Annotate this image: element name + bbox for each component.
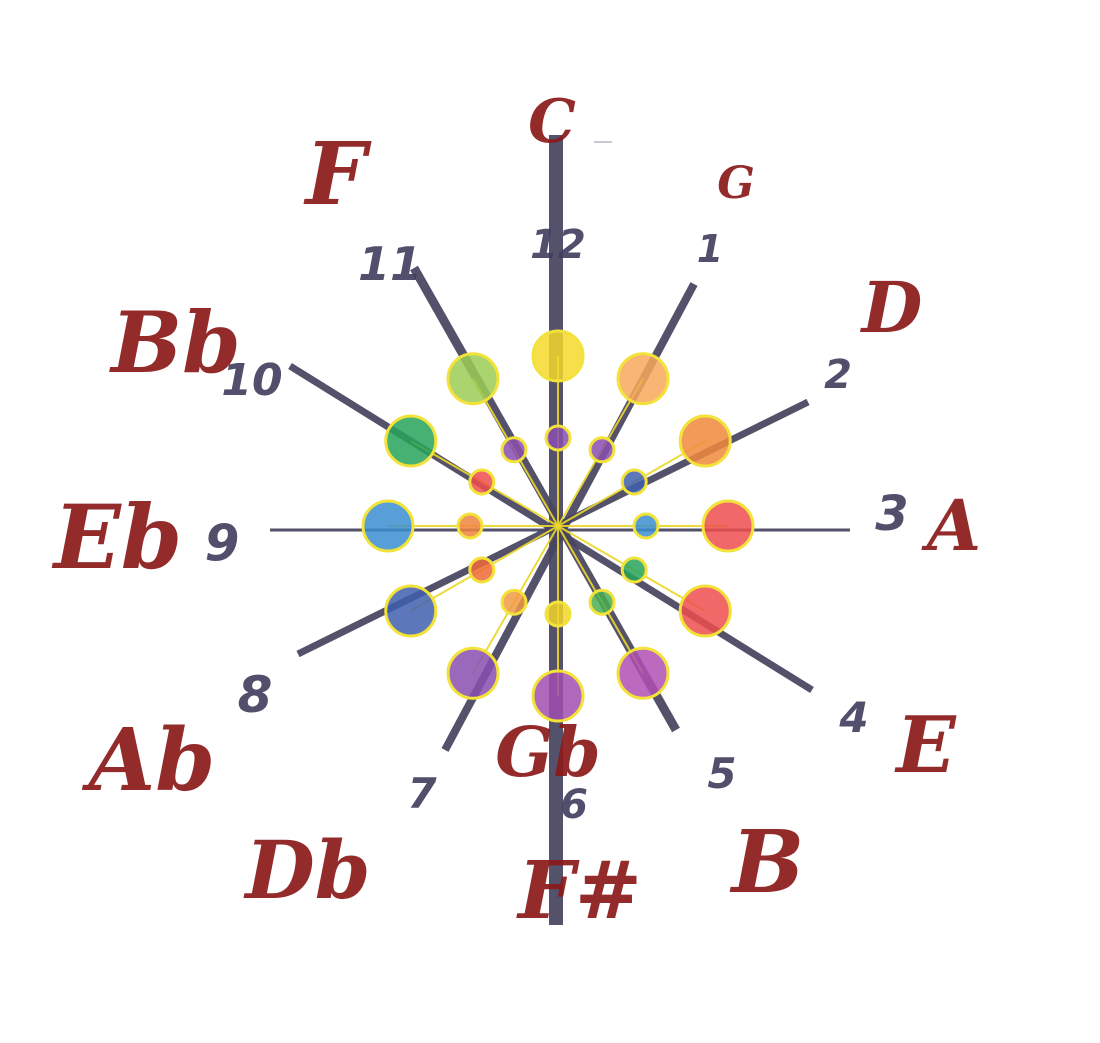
note-g: G — [717, 158, 755, 209]
note-f-sharp: F# — [516, 843, 642, 937]
note-b-flat: Bb — [109, 293, 241, 392]
inner-note-dot — [544, 424, 572, 452]
inner-note-dot — [620, 556, 648, 584]
outer-note-dot — [446, 352, 500, 406]
number-7: 7 — [407, 769, 437, 818]
number-4: 4 — [838, 693, 868, 742]
inner-note-dot — [620, 468, 648, 496]
note-e-flat: Eb — [51, 485, 183, 589]
note-c: C — [528, 87, 576, 157]
outer-note-dot — [616, 352, 670, 406]
outer-note-dot — [701, 499, 755, 553]
number-1: 1 — [697, 227, 723, 271]
inner-note-dot — [500, 588, 528, 616]
outer-note-dot — [616, 646, 670, 700]
outer-note-dot — [678, 584, 732, 638]
inner-note-dot — [588, 588, 616, 616]
note-names: C G D A E B F# Db Ab Eb Bb F Gb — [51, 87, 981, 937]
note-b: B — [729, 812, 805, 913]
connector-lines — [388, 356, 728, 696]
number-10: 10 — [221, 355, 282, 406]
number-11: 11 — [358, 237, 422, 291]
note-f: F — [302, 124, 372, 225]
inner-note-dot — [544, 600, 572, 628]
note-a-flat: Ab — [82, 710, 216, 811]
outer-note-dot — [531, 669, 585, 723]
outer-note-dot — [678, 414, 732, 468]
inner-note-dot — [632, 512, 660, 540]
note-d: D — [860, 266, 923, 349]
note-g-flat: Gb — [495, 713, 601, 793]
inner-note-dot — [500, 436, 528, 464]
outer-note-dot — [446, 646, 500, 700]
outer-note-dot — [361, 499, 415, 553]
outer-note-dot — [531, 329, 585, 383]
note-a: A — [921, 484, 981, 567]
number-9: 9 — [205, 514, 240, 572]
number-5: 5 — [707, 749, 736, 798]
outer-note-dot — [384, 414, 438, 468]
inner-note-dot — [588, 436, 616, 464]
number-6: 6 — [560, 782, 588, 828]
number-12: 12 — [530, 222, 586, 268]
inner-note-dot — [456, 512, 484, 540]
note-d-flat: Db — [243, 823, 370, 917]
outer-note-dot — [384, 584, 438, 638]
number-2: 2 — [824, 352, 852, 398]
number-3: 3 — [875, 486, 908, 542]
note-e: E — [894, 700, 957, 791]
clock-numbers: 12 1 2 3 4 5 6 7 8 9 10 11 — [205, 222, 909, 828]
number-8: 8 — [238, 666, 273, 724]
spoke-4-10 — [288, 363, 814, 693]
note-dots — [361, 329, 755, 723]
inner-note-dot — [468, 556, 496, 584]
inner-note-dot — [468, 468, 496, 496]
